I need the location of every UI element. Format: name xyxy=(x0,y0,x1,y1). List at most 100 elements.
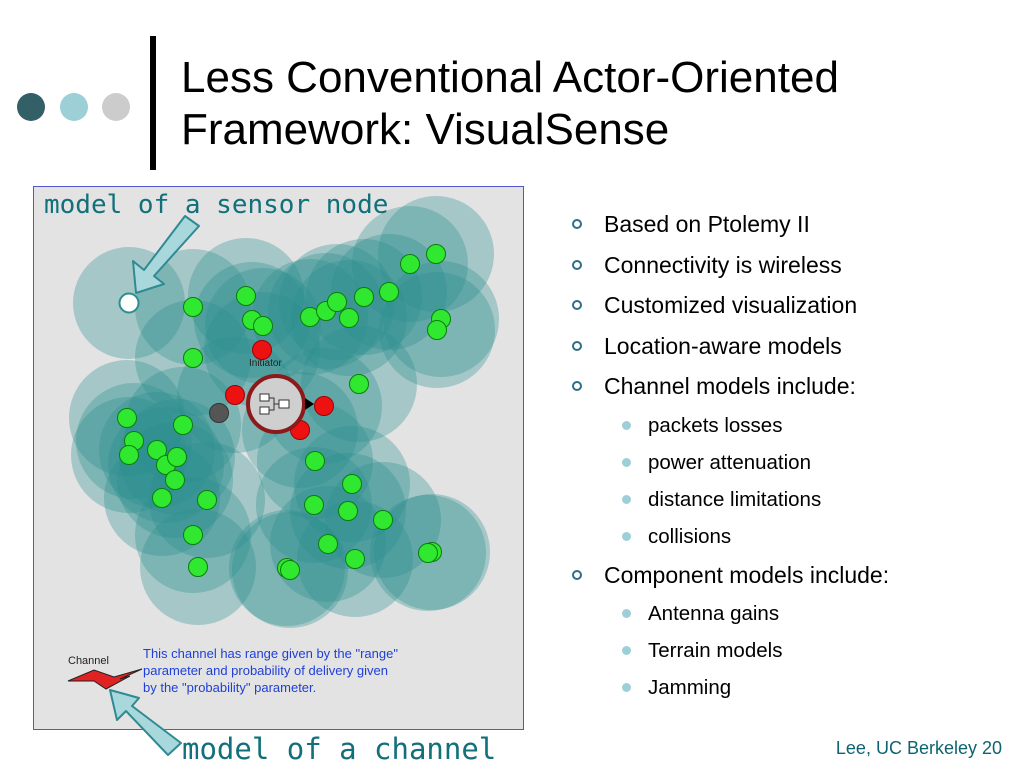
title-divider-bar xyxy=(150,36,156,170)
bullet-marker-icon xyxy=(572,340,582,351)
bullet-marker-icon xyxy=(572,259,582,270)
sub-bullet-item: Terrain models xyxy=(566,632,1006,669)
decor-dot-gray xyxy=(102,93,130,121)
bullet-item: Component models include: xyxy=(566,555,1006,596)
sensor-node[interactable] xyxy=(152,488,172,508)
sensor-node[interactable] xyxy=(165,470,185,490)
slide-footer: Lee, UC Berkeley 20 xyxy=(835,738,1002,758)
sensor-node[interactable] xyxy=(318,534,338,554)
bullet-text: packets losses xyxy=(648,413,783,437)
bullet-item: Channel models include: xyxy=(566,366,1006,407)
sub-bullet-item: power attenuation xyxy=(566,444,1006,481)
decor-dot-dark xyxy=(17,93,45,121)
sensor-node[interactable] xyxy=(209,403,229,423)
title-line-1: Less Conventional Actor-Oriented xyxy=(181,53,839,102)
bullet-marker-icon xyxy=(622,494,631,504)
bullet-marker-icon xyxy=(622,531,631,541)
sensor-node[interactable] xyxy=(253,316,273,336)
sensor-node[interactable] xyxy=(147,440,167,460)
sensor-node[interactable] xyxy=(280,560,300,580)
bullet-marker-icon xyxy=(572,569,582,580)
bullet-text: Component models include: xyxy=(604,561,890,588)
sensor-node[interactable] xyxy=(427,320,447,340)
title-line-2: Framework: VisualSense xyxy=(181,105,670,154)
sensor-node[interactable] xyxy=(345,549,365,569)
sensor-node[interactable] xyxy=(373,510,393,530)
channel-label: Channel xyxy=(68,655,109,667)
sensor-node[interactable] xyxy=(379,282,399,302)
sensor-node[interactable] xyxy=(183,525,203,545)
bullet-marker-icon xyxy=(622,457,631,467)
sensor-node[interactable] xyxy=(167,447,187,467)
slide-title: Less Conventional Actor-Oriented Framewo… xyxy=(181,52,981,156)
bullet-marker-icon xyxy=(572,381,582,391)
bullet-text: Jamming xyxy=(648,676,732,699)
sensor-network-canvas xyxy=(67,196,499,690)
sub-bullet-item: Antenna gains xyxy=(566,595,1006,632)
sensor-node[interactable] xyxy=(349,374,369,394)
sensor-node[interactable] xyxy=(314,396,334,416)
lightning-channel-icon[interactable] xyxy=(67,668,143,690)
sensor-node[interactable] xyxy=(236,286,256,306)
sensor-node[interactable] xyxy=(304,495,324,515)
bullet-text: Customized visualization xyxy=(604,292,858,318)
sensor-node[interactable] xyxy=(183,348,203,368)
actor-box-icon xyxy=(259,406,270,415)
callout-channel: model of a channel xyxy=(182,732,497,766)
sensor-node[interactable] xyxy=(327,292,347,312)
bullet-text: Terrain models xyxy=(648,639,783,662)
bullet-text: power attenuation xyxy=(648,450,811,474)
sensor-node[interactable] xyxy=(354,287,374,307)
initiator-node[interactable] xyxy=(246,374,314,434)
bullet-marker-icon xyxy=(622,683,631,692)
sensor-node[interactable] xyxy=(117,408,137,428)
sensor-node-white[interactable] xyxy=(118,292,140,314)
sub-bullet-item: packets losses xyxy=(566,407,1006,444)
bullet-list: Based on Ptolemy II Connectivity is wirel… xyxy=(566,204,1006,706)
sensor-nodes xyxy=(117,244,451,580)
sensor-node[interactable] xyxy=(426,244,446,264)
bullet-text: Connectivity is wireless xyxy=(604,251,842,278)
sensor-node[interactable] xyxy=(418,543,438,563)
callout-sensor-node: model of a sensor node xyxy=(44,190,389,220)
initiator-port-icon xyxy=(305,398,314,410)
channel-note: This channel has range given by the "ran… xyxy=(143,646,398,695)
decor-dot-teal xyxy=(60,93,88,121)
bullet-text: collisions xyxy=(648,524,732,548)
bullet-item: Connectivity is wireless xyxy=(566,245,1006,286)
sensor-node[interactable] xyxy=(342,474,362,494)
sub-bullet-item: Jamming xyxy=(566,669,1006,706)
lightning-bolt-icon xyxy=(67,668,143,690)
bullet-marker-icon xyxy=(622,646,631,655)
bullet-item: Customized visualization xyxy=(566,285,1006,326)
bullet-marker-icon xyxy=(572,219,582,229)
sensor-node[interactable] xyxy=(339,308,359,328)
actor-box-icon xyxy=(259,393,270,402)
sensor-node[interactable] xyxy=(183,297,203,317)
sensor-node[interactable] xyxy=(305,451,325,471)
actor-box-icon xyxy=(278,399,290,409)
sensor-node[interactable] xyxy=(188,557,208,577)
sub-bullet-item: collisions xyxy=(566,518,1006,555)
sensor-node[interactable] xyxy=(173,415,193,435)
bullet-text: distance limitations xyxy=(648,487,822,511)
sensor-node[interactable] xyxy=(197,490,217,510)
initiator-label: Initiator xyxy=(249,358,282,369)
sensor-node[interactable] xyxy=(119,445,139,465)
sensor-node[interactable] xyxy=(225,385,245,405)
bullet-item: Based on Ptolemy II xyxy=(566,204,1006,245)
bullet-text: Antenna gains xyxy=(648,602,780,625)
sensor-node[interactable] xyxy=(338,501,358,521)
bullet-text: Location-aware models xyxy=(604,332,842,359)
visualsense-simulation-panel: Initiator Channel This channel has range… xyxy=(33,186,524,730)
bullet-marker-icon xyxy=(572,300,582,310)
sensor-node[interactable] xyxy=(400,254,420,274)
sub-bullet-item: distance limitations xyxy=(566,481,1006,518)
bullet-marker-icon xyxy=(622,420,631,430)
bullet-item: Location-aware models xyxy=(566,326,1006,367)
bullet-text: Based on Ptolemy II xyxy=(604,211,810,237)
sensor-node[interactable] xyxy=(252,340,272,360)
actor-link-icon xyxy=(269,397,279,411)
bullet-marker-icon xyxy=(622,609,631,618)
bullet-text: Channel models include: xyxy=(604,373,856,399)
